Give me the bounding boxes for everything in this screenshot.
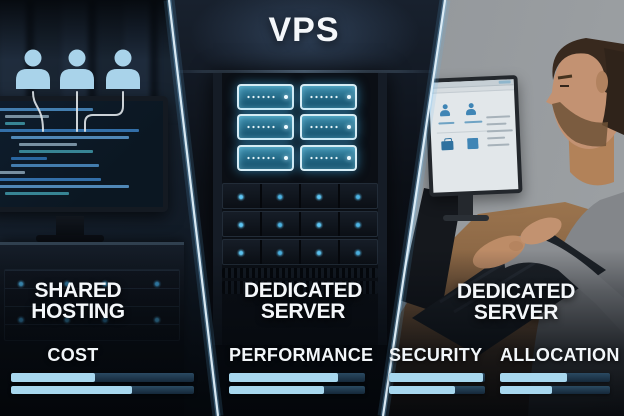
monitor-base: [443, 215, 489, 221]
metric-label: SECURITY: [389, 345, 483, 365]
shared-hosting-title: SHARED HOSTING: [0, 280, 156, 322]
title-line: SERVER: [260, 300, 346, 323]
metric-bars: [389, 373, 485, 394]
metric-bars: [229, 373, 365, 394]
text-line: [487, 136, 506, 140]
label-dash: [438, 121, 455, 125]
vps-module-icon: [237, 114, 294, 140]
vps-module-icon: [300, 84, 357, 110]
bar-fill: [500, 373, 568, 382]
vps-module-icon: [300, 114, 357, 140]
monitor-stand: [56, 216, 84, 237]
bar-fill: [500, 386, 552, 394]
title-line: HOSTING: [31, 300, 125, 323]
metric-label: PERFORMANCE: [229, 345, 374, 365]
vps-module-icon: [300, 145, 357, 171]
rack-drive-row: [222, 239, 378, 265]
metric-security: SECURITY: [389, 345, 485, 394]
vps-module-icon: [237, 84, 294, 110]
bar-fill: [11, 373, 96, 382]
rack-drive-row: [222, 183, 378, 209]
text-line: [487, 143, 510, 147]
metric-label: COST: [47, 345, 99, 365]
title-line: DEDICATED: [243, 279, 363, 302]
bar-fill: [389, 373, 484, 382]
bar-track: [500, 386, 610, 394]
bar-fill: [229, 386, 325, 394]
vps-module-icon: [237, 145, 294, 171]
title-line: DEDICATED: [456, 280, 576, 303]
user-icon: [466, 103, 477, 115]
vps-dedicated-server-title: DEDICATED SERVER: [227, 280, 379, 322]
bar-track: [11, 386, 194, 394]
metric-allocation: ALLOCATION: [500, 345, 620, 394]
bar-fill: [389, 386, 456, 394]
bar-fill: [11, 386, 132, 394]
rack-drive-row: [222, 211, 378, 237]
bar-track: [229, 373, 365, 382]
connector-lines: [32, 91, 124, 132]
monitor-stand: [458, 195, 473, 217]
bar-track: [389, 386, 485, 394]
metric-label: ALLOCATION: [500, 345, 620, 365]
label-dash: [464, 120, 483, 124]
dedicated-server-title: DEDICATED SERVER: [440, 281, 592, 323]
title-line: SERVER: [473, 301, 559, 324]
bar-track: [229, 386, 365, 394]
text-line: [486, 122, 507, 126]
text-line: [486, 129, 513, 133]
user-icon: [440, 104, 451, 116]
dashboard-monitor: [424, 75, 523, 197]
rack-vent: [222, 268, 378, 278]
grid-icon: [467, 137, 479, 150]
bar-track: [11, 373, 194, 382]
monitor-base: [36, 235, 104, 242]
text-line: [486, 115, 511, 119]
metric-bars: [500, 373, 610, 394]
vps-title: VPS: [268, 11, 340, 49]
metric-cost: COST: [0, 345, 194, 394]
bar-track: [389, 373, 485, 382]
metric-bars: [11, 373, 194, 394]
metric-performance: PERFORMANCE: [229, 345, 374, 394]
bar-fill: [229, 373, 338, 382]
briefcase-icon: [441, 140, 454, 151]
bar-track: [500, 373, 610, 382]
title-line: SHARED: [34, 279, 122, 302]
